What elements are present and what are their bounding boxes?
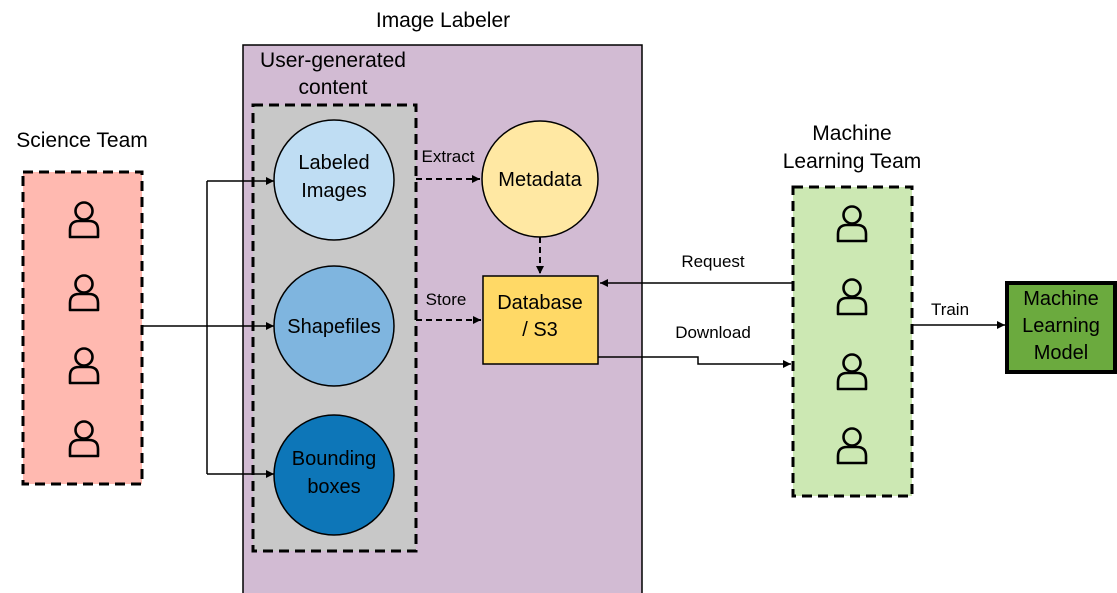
labeled-images-node bbox=[273, 119, 395, 241]
user-content-label-line2: content bbox=[299, 76, 368, 99]
database-node bbox=[482, 275, 599, 365]
bounding-boxes-node bbox=[273, 414, 395, 536]
request-label: Request bbox=[681, 252, 745, 271]
shapefiles-node bbox=[273, 265, 395, 387]
ml-model-label-line1: Machine bbox=[1023, 288, 1099, 310]
download-edge bbox=[598, 356, 791, 368]
bounding-boxes-label-line1: Bounding bbox=[292, 448, 377, 470]
metadata-label: Metadata bbox=[498, 169, 582, 191]
science-team-connector bbox=[142, 181, 208, 474]
ml-model-node bbox=[1005, 281, 1117, 374]
bounding-boxes-label-line2: boxes bbox=[307, 476, 360, 498]
ml-team-label-line2: Learning Team bbox=[783, 150, 922, 173]
ml-model-label-line2: Learning bbox=[1022, 315, 1100, 337]
database-label-line2: / S3 bbox=[522, 319, 558, 341]
science-team-box bbox=[21, 170, 144, 486]
database-label-line1: Database bbox=[497, 292, 583, 314]
train-label: Train bbox=[931, 300, 969, 319]
user-content-label-line1: User-generated bbox=[260, 49, 406, 72]
shapefiles-label: Shapefiles bbox=[287, 316, 380, 338]
labeled-images-label-line1: Labeled bbox=[298, 152, 369, 174]
labeled-images-label-line2: Images bbox=[301, 180, 367, 202]
ml-team-box bbox=[791, 185, 914, 498]
ml-team-label-line1: Machine bbox=[812, 122, 891, 145]
store-label: Store bbox=[426, 290, 467, 309]
download-label: Download bbox=[675, 323, 751, 342]
ml-model-label-line3: Model bbox=[1034, 342, 1088, 364]
science-team-label: Science Team bbox=[16, 129, 148, 152]
extract-label: Extract bbox=[422, 147, 475, 166]
diagram-title: Image Labeler bbox=[376, 9, 510, 32]
